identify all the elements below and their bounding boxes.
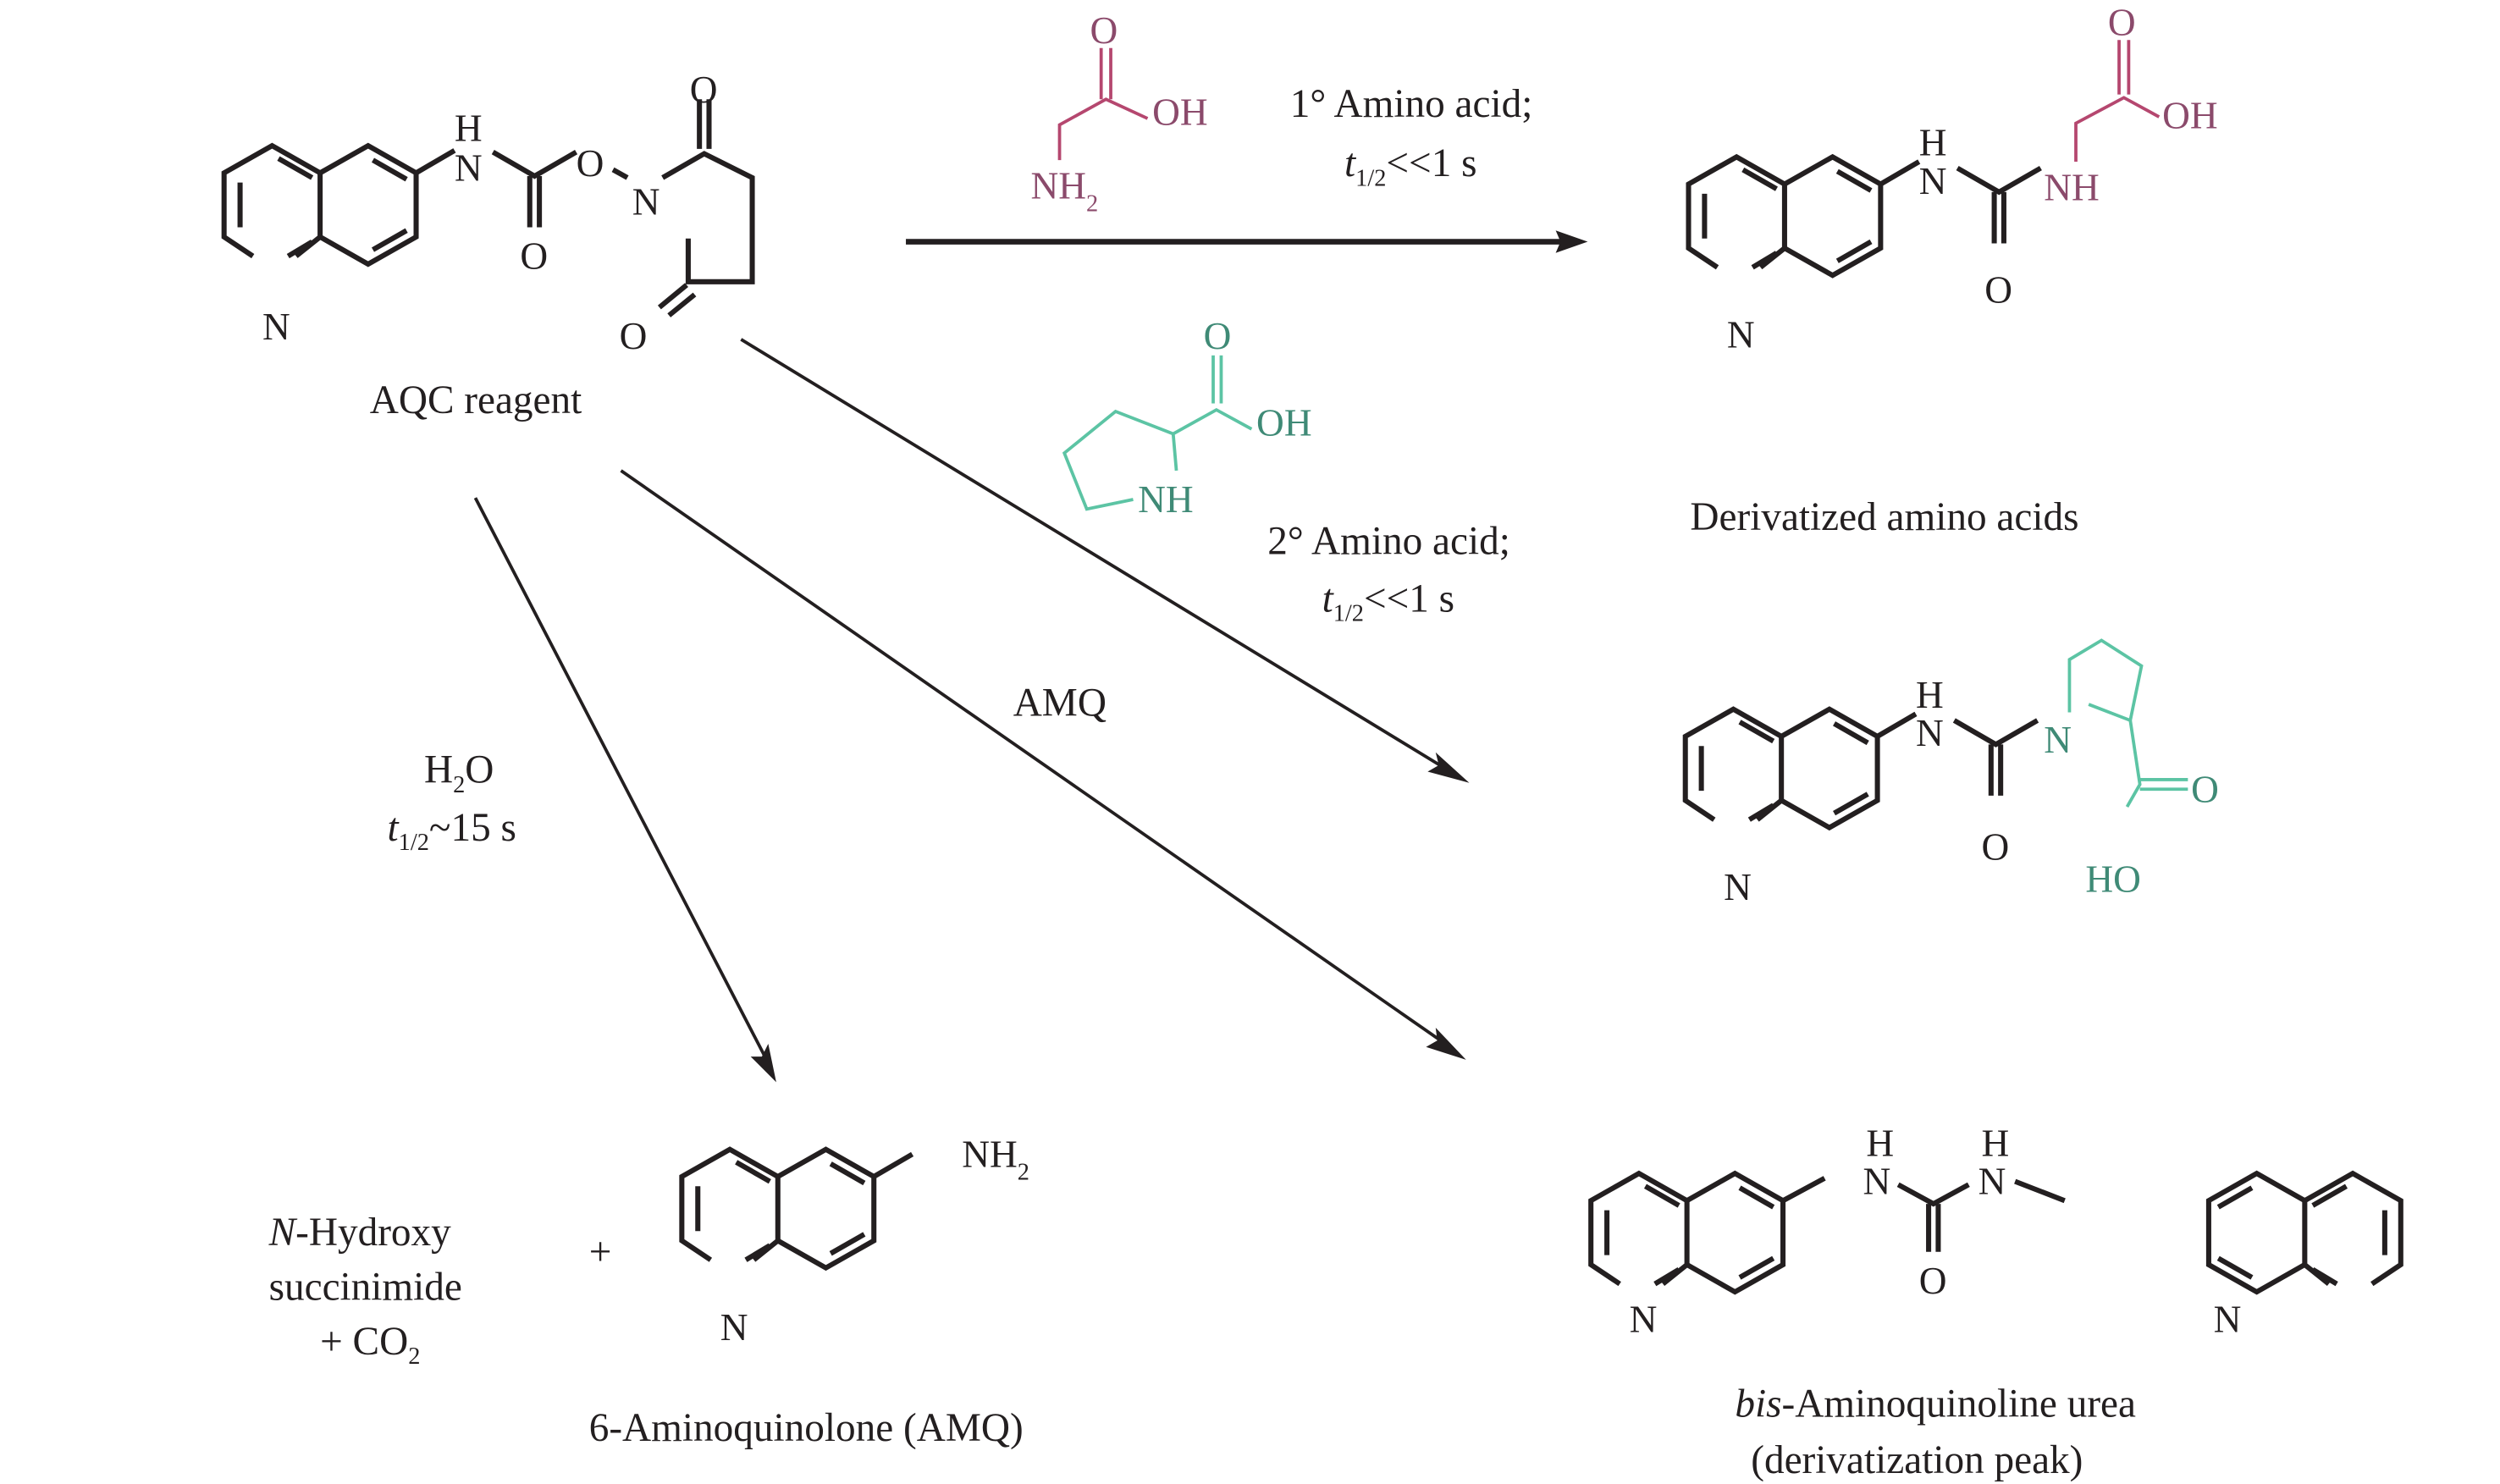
arrowhead-secondary xyxy=(1427,752,1470,783)
nhs-line1: N-Hydroxy xyxy=(268,1211,452,1255)
atom-h1: H xyxy=(1866,1122,1894,1164)
atom-h: H xyxy=(1919,121,1947,163)
atom-gly-nh: NH xyxy=(2044,166,2100,208)
bis-urea-structure: N N H N H N O xyxy=(1591,1122,2401,1340)
atom-gly-nh2: NH2 xyxy=(1030,164,1098,217)
atom-n-right: N xyxy=(2214,1298,2242,1340)
atom-imide-n: N xyxy=(632,180,660,223)
aqc-reagent-structure: N H N O O N O O xyxy=(224,69,755,357)
atom-pro-ho: HO xyxy=(2085,858,2141,900)
amq-structure: N NH2 xyxy=(682,1134,1029,1349)
atom-nh-n: N xyxy=(455,147,483,190)
atom-ester-o: O xyxy=(577,142,604,185)
atom-n2: N xyxy=(1978,1161,2006,1203)
secondary-halflife: t1/2<<1 s xyxy=(1322,576,1454,626)
atom-ring-n: N xyxy=(1724,866,1752,908)
atom-n: N xyxy=(1919,160,1947,202)
arrow-hydrolysis xyxy=(473,497,770,1064)
primary-halflife: t1/2<<1 s xyxy=(1344,141,1476,191)
atom-pro-nh: NH xyxy=(1138,478,1194,521)
nhs-line2: succinimide xyxy=(269,1266,462,1310)
atom-n: N xyxy=(1916,712,1944,754)
plus-sign: + xyxy=(589,1230,612,1274)
atom-n1: N xyxy=(1863,1161,1891,1203)
atom-ring-n: N xyxy=(1727,313,1755,356)
atom-gly-oh: OH xyxy=(2162,94,2218,136)
atom-imide-o-top: O xyxy=(690,69,718,111)
bis-urea-label-line2: (derivatization peak) xyxy=(1751,1438,2083,1482)
co2-line: + CO2 xyxy=(320,1320,420,1370)
glycine-derivative-structure: N H N O NH O OH xyxy=(1689,2,2218,356)
proline-structure: O OH NH xyxy=(1062,315,1312,521)
arrow-amq-reaction xyxy=(620,469,1447,1045)
atom-o: O xyxy=(1981,825,2009,868)
atom-gly-oh: OH xyxy=(1152,91,1208,133)
atom-pro-oh: OH xyxy=(1256,401,1312,444)
hydrolysis-halflife: t1/2~15 s xyxy=(388,806,516,856)
primary-condition-line1: 1° Amino acid; xyxy=(1290,82,1533,126)
proline-derivative-structure: N H N O N O HO xyxy=(1686,638,2219,908)
atom-o: O xyxy=(1919,1260,1947,1302)
atom-h2: H xyxy=(1981,1122,2009,1164)
atom-n-left: N xyxy=(1630,1298,1658,1340)
atom-nh-h: H xyxy=(455,107,483,149)
atom-gly-o: O xyxy=(2108,2,2136,44)
secondary-condition-line1: 2° Amino acid; xyxy=(1267,519,1510,563)
atom-h: H xyxy=(1916,674,1944,716)
arrowhead-hydrolysis xyxy=(750,1043,776,1083)
atom-carbonyl-o: O xyxy=(520,235,548,278)
amq-label: 6-Aminoquinolone (AMQ) xyxy=(589,1406,1024,1450)
bis-urea-label-line1: bis-Aminoquinoline urea xyxy=(1735,1382,2136,1426)
atom-gly-o: O xyxy=(1090,9,1118,52)
amq-arrow-label: AMQ xyxy=(1013,681,1107,725)
arrowhead-primary xyxy=(1555,230,1588,253)
atom-pro-o: O xyxy=(2191,768,2219,810)
derivatized-amino-acids-label: Derivatized amino acids xyxy=(1690,495,2078,539)
atom-o: O xyxy=(1984,268,2012,311)
atom-pro-n: N xyxy=(2044,719,2072,761)
arrowhead-amq xyxy=(1426,1028,1466,1060)
atom-imide-o-bottom: O xyxy=(620,315,648,357)
atom-ring-n: N xyxy=(262,306,290,348)
atom-pro-o: O xyxy=(1204,315,1232,357)
atom-nh2: NH2 xyxy=(962,1134,1029,1186)
glycine-structure: O OH NH2 xyxy=(1030,9,1207,218)
hydrolysis-water: H2O xyxy=(424,748,494,798)
atom-ring-n: N xyxy=(720,1306,748,1349)
arrow-secondary-reaction xyxy=(740,338,1447,770)
aqc-reagent-label: AQC reagent xyxy=(370,378,582,422)
